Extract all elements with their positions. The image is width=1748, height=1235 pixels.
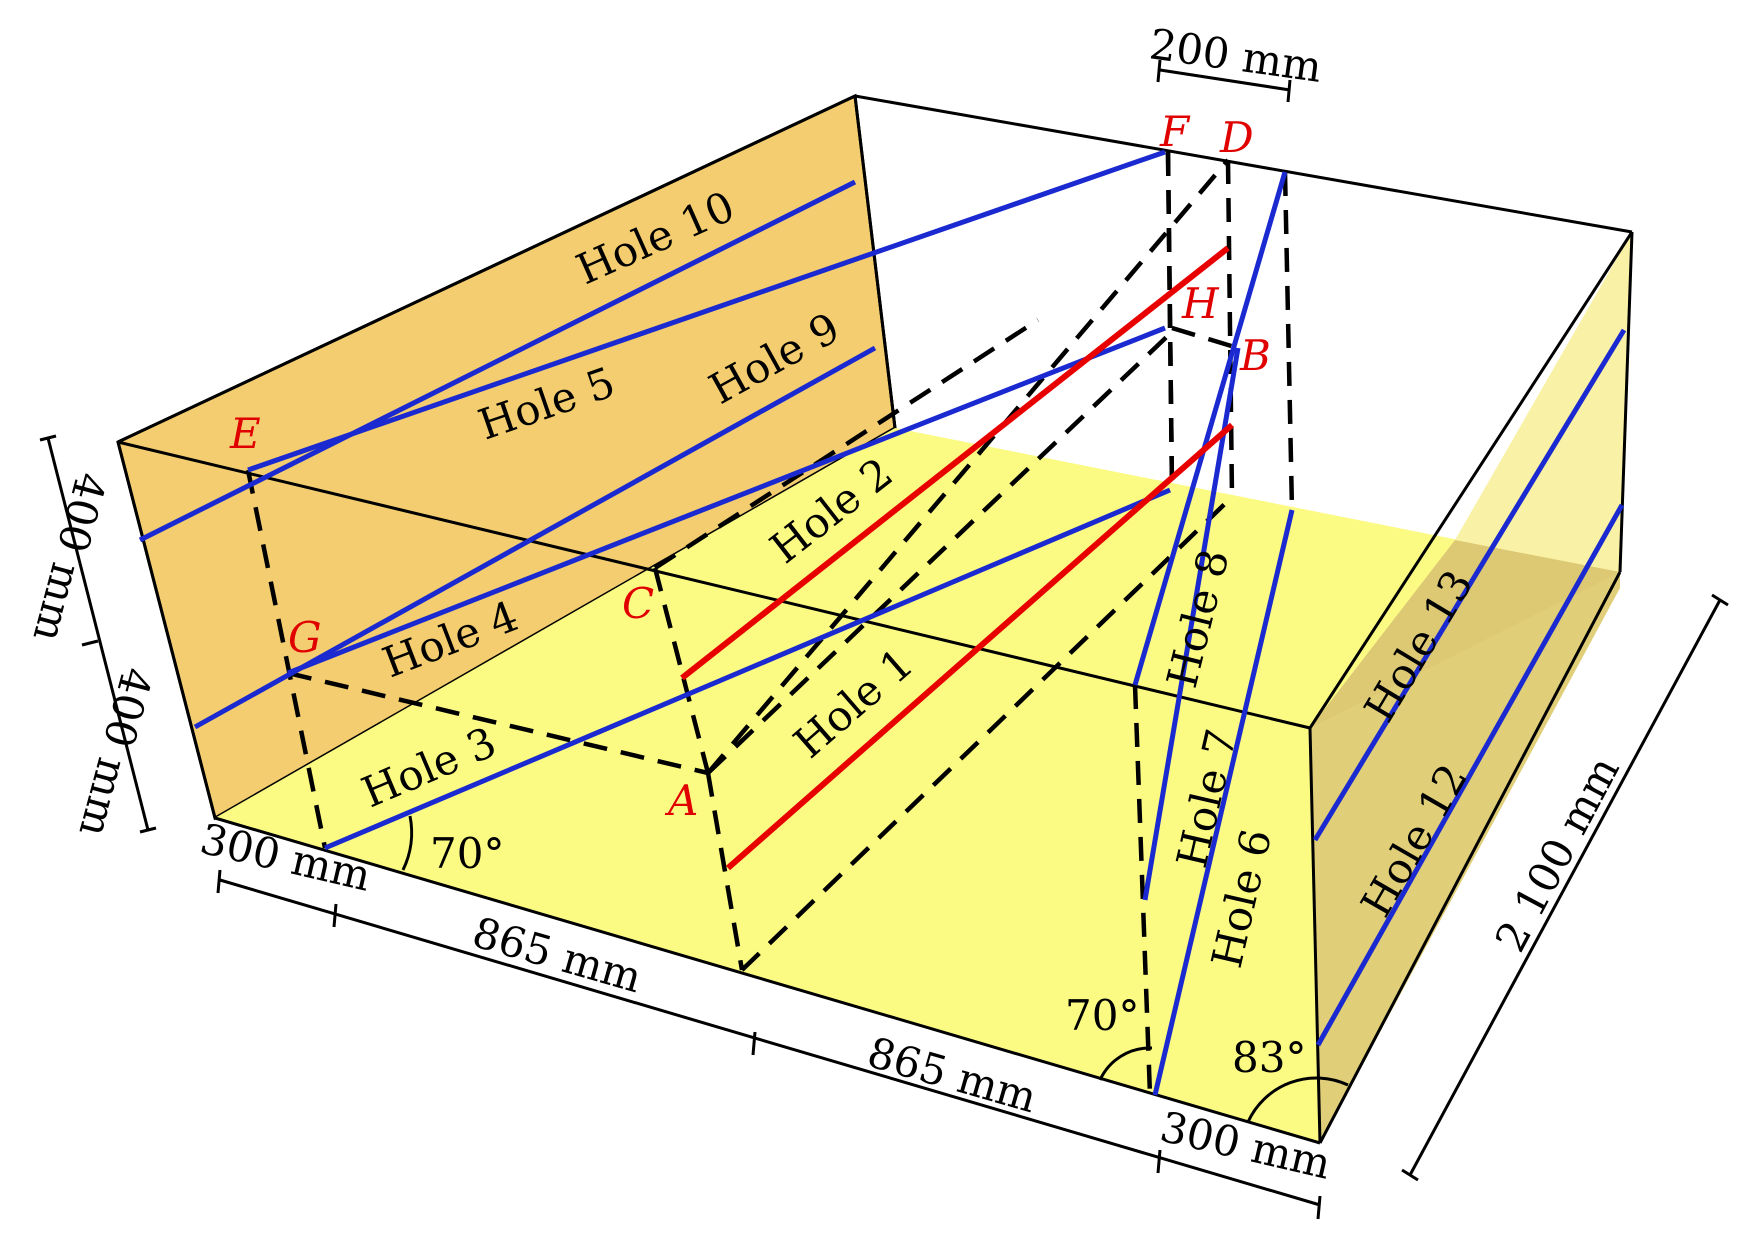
red-holes (680, 245, 1234, 871)
hole-5-line (247, 149, 1166, 473)
point-G: G (288, 613, 322, 662)
right-inner-shade (1310, 572, 1620, 1143)
point-A: A (664, 776, 698, 825)
angle-label-3: 83° (1232, 1033, 1306, 1082)
hole-10-line (138, 179, 857, 543)
hole-12-line (1315, 503, 1625, 1047)
blue-holes (138, 149, 1627, 1096)
dim-left-height-upper: 400 mm (24, 467, 116, 647)
point-labels: A B C D E F G H (229, 107, 1271, 825)
hole-6-line (1152, 509, 1295, 1096)
hole-4-line (287, 325, 1166, 676)
box-edges (116, 94, 1634, 1145)
angle-arcs (401, 815, 1349, 1123)
hole-2-line (680, 245, 1230, 681)
dashed-lines (245, 151, 1295, 1096)
point-D: D (1219, 113, 1254, 162)
angle-label-1: 70° (430, 829, 504, 878)
point-E: E (229, 409, 261, 458)
point-B: B (1239, 331, 1271, 380)
angle-label-2: 70° (1065, 991, 1139, 1040)
hole-8-line (1132, 171, 1288, 686)
point-F: F (1159, 107, 1191, 156)
angle-labels: 70° 70° 83° (430, 829, 1306, 1082)
point-H: H (1181, 279, 1220, 328)
hole-13-line (1312, 328, 1627, 842)
hole-7-line (1142, 347, 1241, 901)
dim-left-height-lower: 400 mm (70, 662, 162, 842)
point-C: C (622, 579, 654, 628)
hole-3-line (324, 487, 1171, 851)
hole-1-line (726, 422, 1234, 871)
dimension-lines (39, 59, 1729, 1220)
